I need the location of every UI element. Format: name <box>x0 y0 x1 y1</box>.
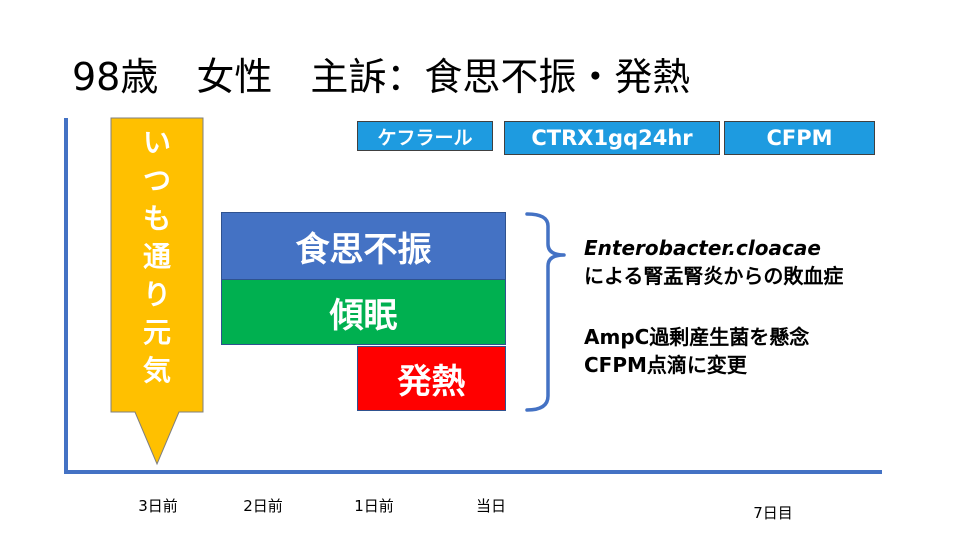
timeline-label: 1日前 <box>354 497 394 515</box>
arrow-char: 元 <box>142 316 171 349</box>
timeline-label: 7日目 <box>753 504 793 522</box>
arrow-char: り <box>142 278 171 311</box>
timeline-label: 当日 <box>475 497 507 515</box>
arrow-char: い <box>142 126 171 159</box>
antibiotic-ctrx: CTRX1gq24hr <box>504 121 720 155</box>
timeline-y-axis <box>64 118 68 474</box>
timeline-label: 3日前 <box>138 497 178 515</box>
timeline-x-axis <box>64 470 882 474</box>
arrow-char: 通 <box>142 240 171 273</box>
note-organism: Enterobacter.cloacae <box>584 236 821 260</box>
arrow-char: 気 <box>142 354 171 387</box>
slide-title: 98歳 女性 主訴：食思不振・発熱 <box>72 55 691 99</box>
baseline-arrow-label: い つ も 通 り 元 気 <box>112 124 202 390</box>
symptom-fever: 発熱 <box>357 346 506 411</box>
symptom-somnolence: 傾眠 <box>221 279 506 345</box>
antibiotic-cfpm: CFPM <box>724 121 875 155</box>
antibiotic-keflar: ケフラール <box>357 121 493 151</box>
note-ampc: AmpC過剰産生菌を懸念 <box>584 325 810 349</box>
note-diagnosis: による腎盂腎炎からの敗血症 <box>584 264 844 288</box>
symptom-anorexia: 食思不振 <box>221 212 506 280</box>
arrow-char: も <box>142 202 171 235</box>
timeline-label: 2日前 <box>243 497 283 515</box>
arrow-char: つ <box>142 164 171 197</box>
note-change: CFPM点滴に変更 <box>584 353 747 377</box>
